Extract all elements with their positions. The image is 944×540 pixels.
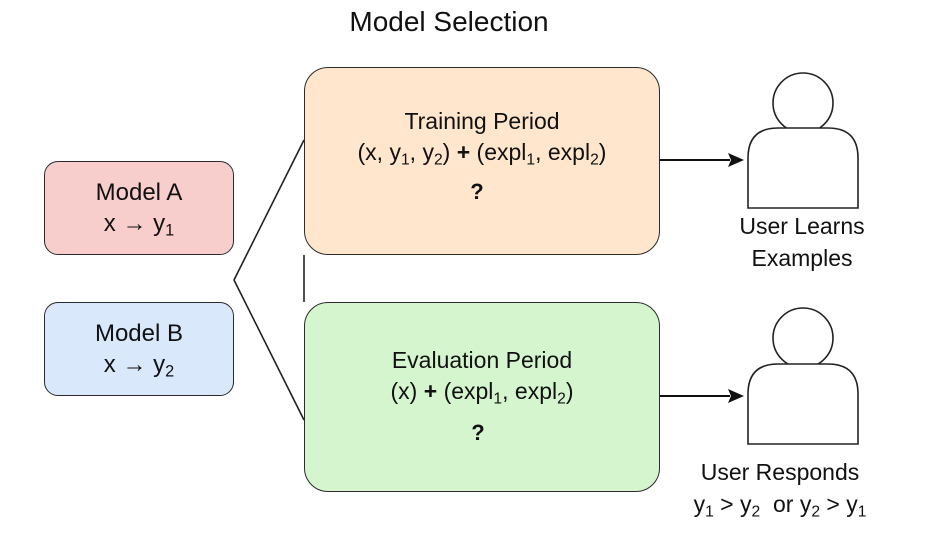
user-responds-icon [747, 307, 859, 445]
user-learns-line1: User Learns [739, 213, 865, 239]
diagram-title: Model Selection [349, 6, 549, 37]
model-b-name: Model B [94, 320, 184, 347]
model-a-name: Model A [95, 179, 183, 206]
training-period-title: Training Period [404, 108, 560, 134]
arrowhead-responds [728, 389, 744, 403]
model-a-mapping: x → y1 [103, 210, 175, 240]
training-question-mark: ? [470, 179, 484, 204]
evaluation-period-formula: (x) + (expl1, expl2) [390, 378, 574, 408]
user-learns-icon [747, 72, 859, 209]
user-responds-line1: User Responds [700, 459, 860, 485]
model-b-box: Model B x → y2 [44, 302, 234, 396]
evaluation-period-title: Evaluation Period [391, 347, 573, 373]
user-responds-caption: User Responds y1 > y2 or y2 > y1 [660, 456, 900, 520]
user-learns-caption: User Learns Examples [712, 210, 892, 274]
branch-connector [233, 139, 305, 421]
user-responds-comparison: y1 > y2 or y2 > y1 [693, 491, 867, 521]
model-a-box: Model A x → y1 [44, 161, 234, 255]
user-learns-line2: Examples [751, 245, 853, 271]
model-b-mapping: x → y2 [103, 351, 175, 381]
training-period-box: Training Period (x, y1, y2) + (expl1, ex… [304, 67, 660, 255]
evaluation-period-box: Evaluation Period (x) + (expl1, expl2) ? [304, 302, 660, 492]
arrowhead-learns [728, 153, 744, 167]
evaluation-question-mark: ? [471, 420, 485, 445]
training-period-formula: (x, y1, y2) + (expl1, expl2) [357, 139, 607, 169]
